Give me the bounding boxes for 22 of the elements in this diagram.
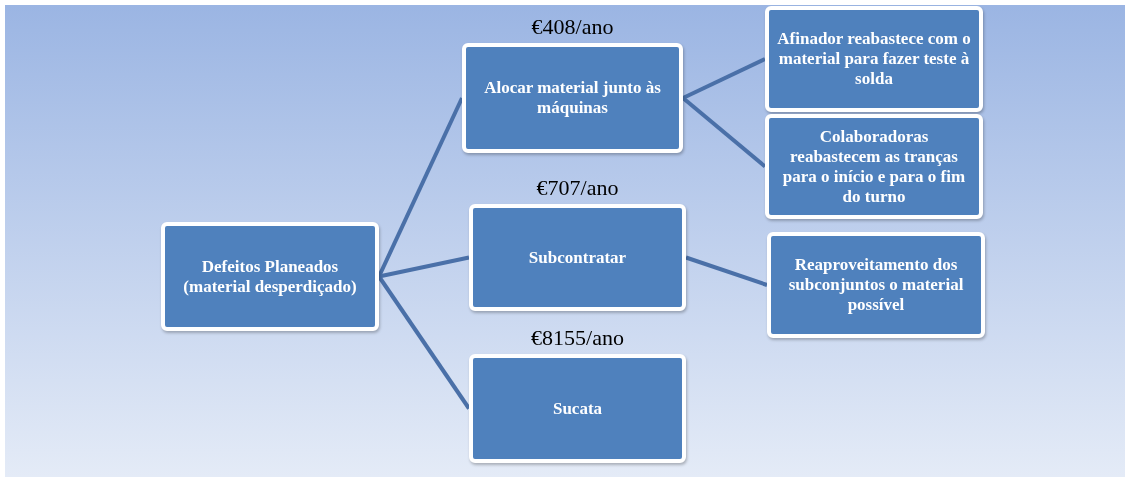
- box-label: Colaboradoras reabastecem as tranças para o início e para o fim do turno: [781, 126, 967, 207]
- box-label: Defeitos Planeados (material desperdiçado): [182, 256, 358, 297]
- process-box: [469, 354, 686, 463]
- box-label: Subcontratar: [528, 247, 627, 268]
- connector-line: [378, 255, 470, 279]
- process-box: [469, 204, 686, 311]
- process-box: [462, 43, 683, 153]
- process-box: [161, 222, 379, 331]
- process-box: [767, 232, 985, 338]
- cost-label: €408/ano: [531, 14, 614, 40]
- box-label: Reaproveitamento dos subconjuntos o material possível: [787, 255, 965, 315]
- box-label: Afinador reabastece com o material para fazer teste à solda: [776, 29, 972, 89]
- connector-line: [685, 255, 768, 287]
- process-box: [765, 114, 983, 219]
- cost-label: €707/ano: [536, 175, 619, 201]
- process-box: [765, 6, 983, 112]
- box-label: Alocar material junto às máquinas: [483, 78, 662, 118]
- connector-line: [377, 275, 471, 410]
- connector-line: [682, 57, 766, 100]
- box-label: Sucata: [552, 398, 603, 419]
- cost-label: €8155/ano: [531, 325, 624, 351]
- connector-line: [681, 96, 767, 169]
